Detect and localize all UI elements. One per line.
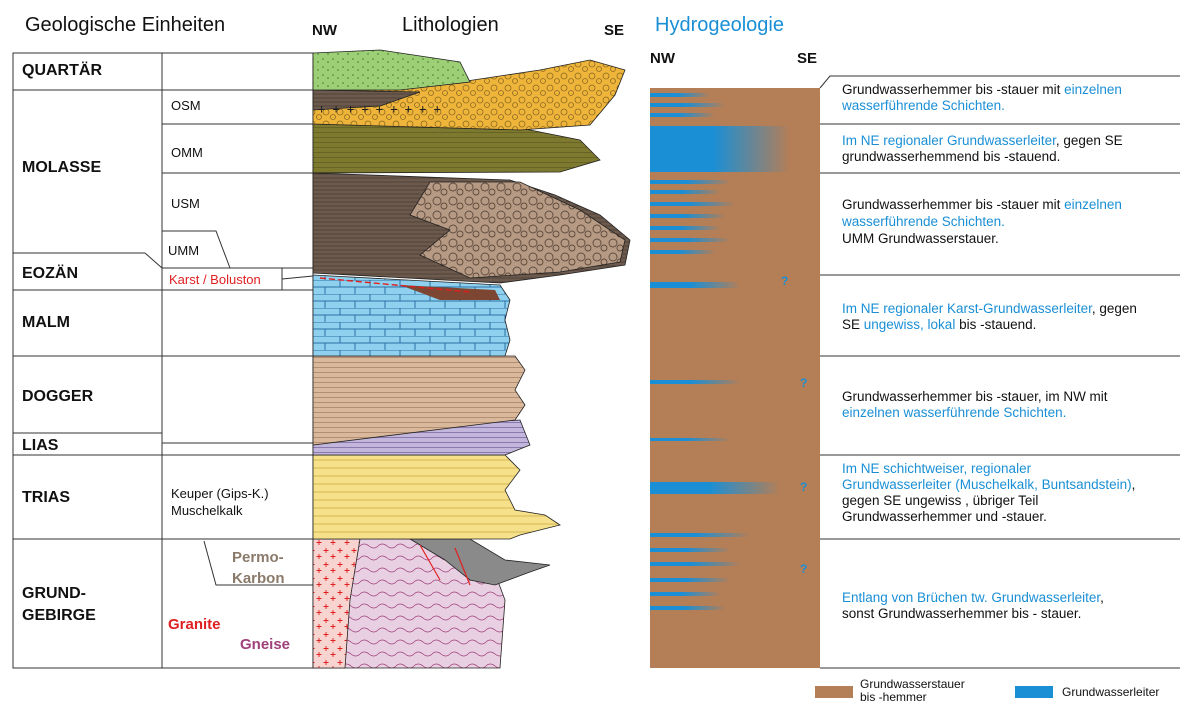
unit-lias: LIAS <box>22 437 58 455</box>
lithology-column: + + + + + + + + + <box>313 50 630 668</box>
unit-malm: MALM <box>22 314 70 332</box>
subunit-permo-1: Permo- <box>232 549 284 566</box>
unit-molasse: MOLASSE <box>22 159 101 177</box>
aquifer-band <box>650 180 730 184</box>
aquifer-band <box>650 190 720 194</box>
aquifer-band <box>650 438 730 441</box>
desc-osm: Grundwasserhemmer bis -stauer mit einzel… <box>842 82 1182 114</box>
aquifer-band <box>650 103 725 107</box>
aquifer-band <box>650 482 780 494</box>
hydro-column <box>650 88 820 668</box>
subunit-karst: Karst / Boluston <box>169 272 261 287</box>
unit-quartaer: QUARTÄR <box>22 62 102 80</box>
legend-aquifer-swatch <box>1015 686 1053 698</box>
qmark-grund: ? <box>800 562 807 576</box>
desc-malm: Im NE regionaler Karst-Grundwasserleiter… <box>842 301 1182 333</box>
aquifer-band <box>650 214 725 218</box>
aquifer-band <box>650 282 740 288</box>
svg-text:+ + + + + + + + +: + + + + + + + + + <box>318 102 441 116</box>
header-geo-units: Geologische Einheiten <box>25 14 225 37</box>
header-hydro: Hydrogeologie <box>655 14 784 37</box>
unit-trias: TRIAS <box>22 489 70 507</box>
subunit-omm: OMM <box>171 145 203 160</box>
desc-trias: Im NE schichtweiser, regionaler Grundwas… <box>842 461 1187 525</box>
desc-omm: Im NE regionaler Grundwasserleiter, gege… <box>842 133 1182 165</box>
aquifer-band <box>650 250 715 254</box>
qmark-trias: ? <box>800 480 807 494</box>
header-nw-right: NW <box>650 50 675 67</box>
header-se-right: SE <box>797 50 817 67</box>
aquifer-band <box>650 606 725 610</box>
desc-grundgebirge: Entlang von Brüchen tw. Grundwasserleite… <box>842 590 1182 622</box>
aquifer-band <box>650 592 720 596</box>
subunit-umm: UMM <box>168 243 199 258</box>
header-se-left: SE <box>604 22 624 39</box>
aquifer-band <box>650 238 730 242</box>
aquifer-band <box>650 93 710 97</box>
unit-dogger: DOGGER <box>22 388 93 406</box>
subunit-usm: USM <box>171 196 200 211</box>
legend-aquitard-swatch <box>815 686 853 698</box>
legend-aquifer-label: Grundwasserleiter <box>1062 685 1159 699</box>
qmark-dogger: ? <box>800 376 807 390</box>
aquifer-band <box>650 533 750 537</box>
subunit-muschelkalk: Muschelkalk <box>171 503 243 518</box>
unit-eozaen: EOZÄN <box>22 265 78 283</box>
aquifer-band <box>650 126 790 172</box>
aquifer-band <box>650 226 720 230</box>
unit-grund-2: GEBIRGE <box>22 607 96 625</box>
desc-usm: Grundwasserhemmer bis -stauer mit einzel… <box>842 196 1182 247</box>
subunit-permo-2: Karbon <box>232 570 285 587</box>
subunit-gneise: Gneise <box>240 636 290 653</box>
subunit-granite: Granite <box>168 616 221 633</box>
aquifer-band <box>650 578 730 582</box>
unit-grund-1: GRUND- <box>22 585 86 603</box>
header-nw-left: NW <box>312 22 337 39</box>
aquifer-band <box>650 548 730 552</box>
aquifer-band <box>650 562 740 566</box>
subunit-keuper: Keuper (Gips-K.) <box>171 486 269 501</box>
aquifer-band <box>650 202 735 206</box>
subunit-osm: OSM <box>171 98 201 113</box>
desc-dogger: Grundwasserhemmer bis -stauer, im NW mit… <box>842 389 1182 421</box>
aquifer-band <box>650 113 715 117</box>
header-lithology: Lithologien <box>402 14 499 37</box>
aquifer-band <box>650 380 740 384</box>
qmark-malm: ? <box>781 274 788 288</box>
